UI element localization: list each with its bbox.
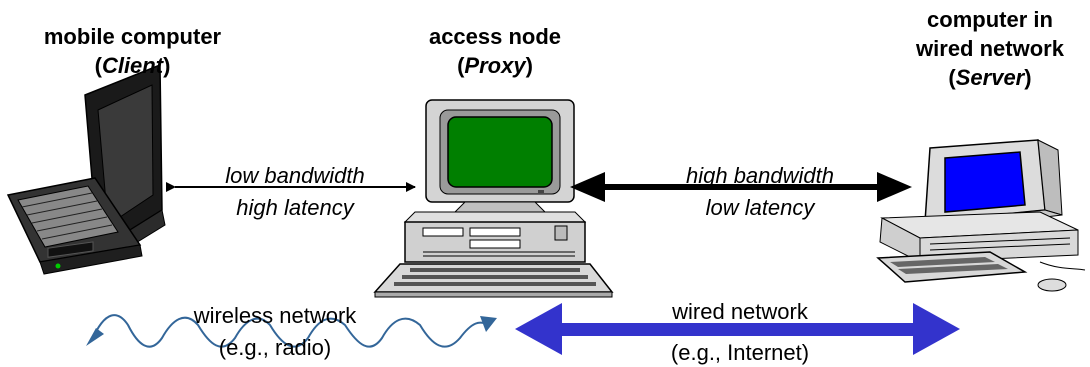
wireless-label: wireless network (e.g., radio) <box>160 300 390 364</box>
server-label: computer in wired network (Server) <box>900 5 1080 92</box>
proxy-title: access node <box>428 24 562 49</box>
link-right-line2: low latency <box>705 195 815 220</box>
wired-label-top: wired network <box>672 299 808 324</box>
wired-label-bottom: (e.g., Internet) <box>670 340 810 365</box>
server-role-line: (Server) <box>948 65 1032 90</box>
wireless-line1: wireless network <box>193 303 357 328</box>
server-role: Server <box>955 65 1025 90</box>
laptop-icon <box>6 63 166 275</box>
wireless-line2: (e.g., radio) <box>218 335 332 360</box>
server-computer-icon <box>876 139 1086 292</box>
proxy-label: access node (Proxy) <box>385 22 605 80</box>
client-role-line: (Client) <box>94 53 171 78</box>
link-right-line1: high bandwidth <box>685 163 834 188</box>
link-left-line1: low bandwidth <box>225 163 365 188</box>
proxy-role: Proxy <box>464 53 526 78</box>
client-title: mobile computer <box>43 24 222 49</box>
wireless-wave-icon <box>86 314 497 348</box>
link-left-line2: high latency <box>236 195 354 220</box>
wired-network-arrow <box>515 303 960 355</box>
desktop-pc-icon <box>373 99 614 298</box>
proxy-role-line: (Proxy) <box>457 53 533 78</box>
link-left-label: low bandwidth high latency <box>180 160 410 224</box>
link-right-label: high bandwidth low latency <box>640 160 880 224</box>
wired-link-arrow <box>570 172 912 202</box>
server-title-line2: wired network <box>916 36 1064 61</box>
client-label: mobile computer (Client) <box>15 22 250 80</box>
client-role: Client <box>101 53 164 78</box>
server-title-line1: computer in <box>927 7 1053 32</box>
